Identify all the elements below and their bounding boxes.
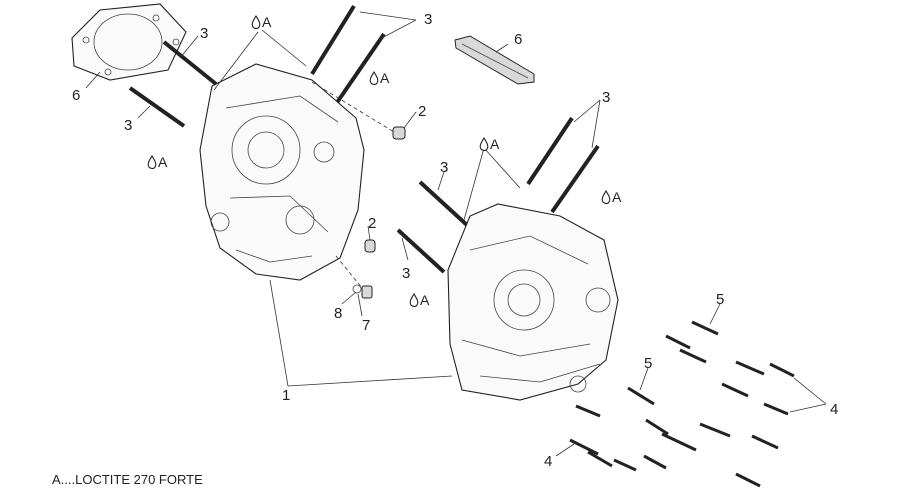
callout-6: 6 bbox=[72, 87, 80, 104]
bolt-group bbox=[569, 320, 795, 488]
loctite-marker: A bbox=[612, 189, 622, 205]
stud-group bbox=[128, 4, 600, 274]
callout-1: 1 bbox=[282, 387, 290, 404]
callout-3: 3 bbox=[424, 11, 432, 28]
loctite-drop-icon bbox=[147, 14, 611, 308]
loctite-legend: A....LOCTITE 270 FORTE bbox=[52, 472, 203, 487]
loctite-marker: A bbox=[380, 70, 390, 86]
loctite-marker: A bbox=[490, 136, 500, 152]
dowel-lower bbox=[364, 239, 376, 253]
dowel-upper bbox=[392, 126, 406, 140]
callout-3: 3 bbox=[124, 117, 132, 134]
crankcase-right-half bbox=[447, 203, 619, 401]
callout-6: 6 bbox=[514, 31, 522, 48]
o-ring-8 bbox=[352, 284, 362, 294]
leader-lines bbox=[85, 11, 827, 457]
plug-7 bbox=[361, 285, 373, 299]
loctite-marker: A bbox=[158, 154, 168, 170]
callout-2: 2 bbox=[368, 215, 376, 232]
callout-3: 3 bbox=[440, 159, 448, 176]
loctite-marker: A bbox=[262, 14, 272, 30]
callout-5: 5 bbox=[716, 291, 724, 308]
head-gasket-right bbox=[454, 35, 535, 85]
assembly-dashed-lines bbox=[311, 81, 395, 289]
callout-2: 2 bbox=[418, 103, 426, 120]
callout-3: 3 bbox=[200, 25, 208, 42]
callout-7: 7 bbox=[362, 317, 370, 334]
callout-4: 4 bbox=[544, 453, 552, 470]
callout-3: 3 bbox=[602, 89, 610, 106]
loctite-marker: A bbox=[420, 292, 430, 308]
callout-5: 5 bbox=[644, 355, 652, 372]
callout-3: 3 bbox=[402, 265, 410, 282]
head-gasket-left bbox=[71, 3, 187, 81]
callout-8: 8 bbox=[334, 305, 342, 322]
crankcase-left-half bbox=[199, 63, 365, 281]
callout-4: 4 bbox=[830, 401, 838, 418]
